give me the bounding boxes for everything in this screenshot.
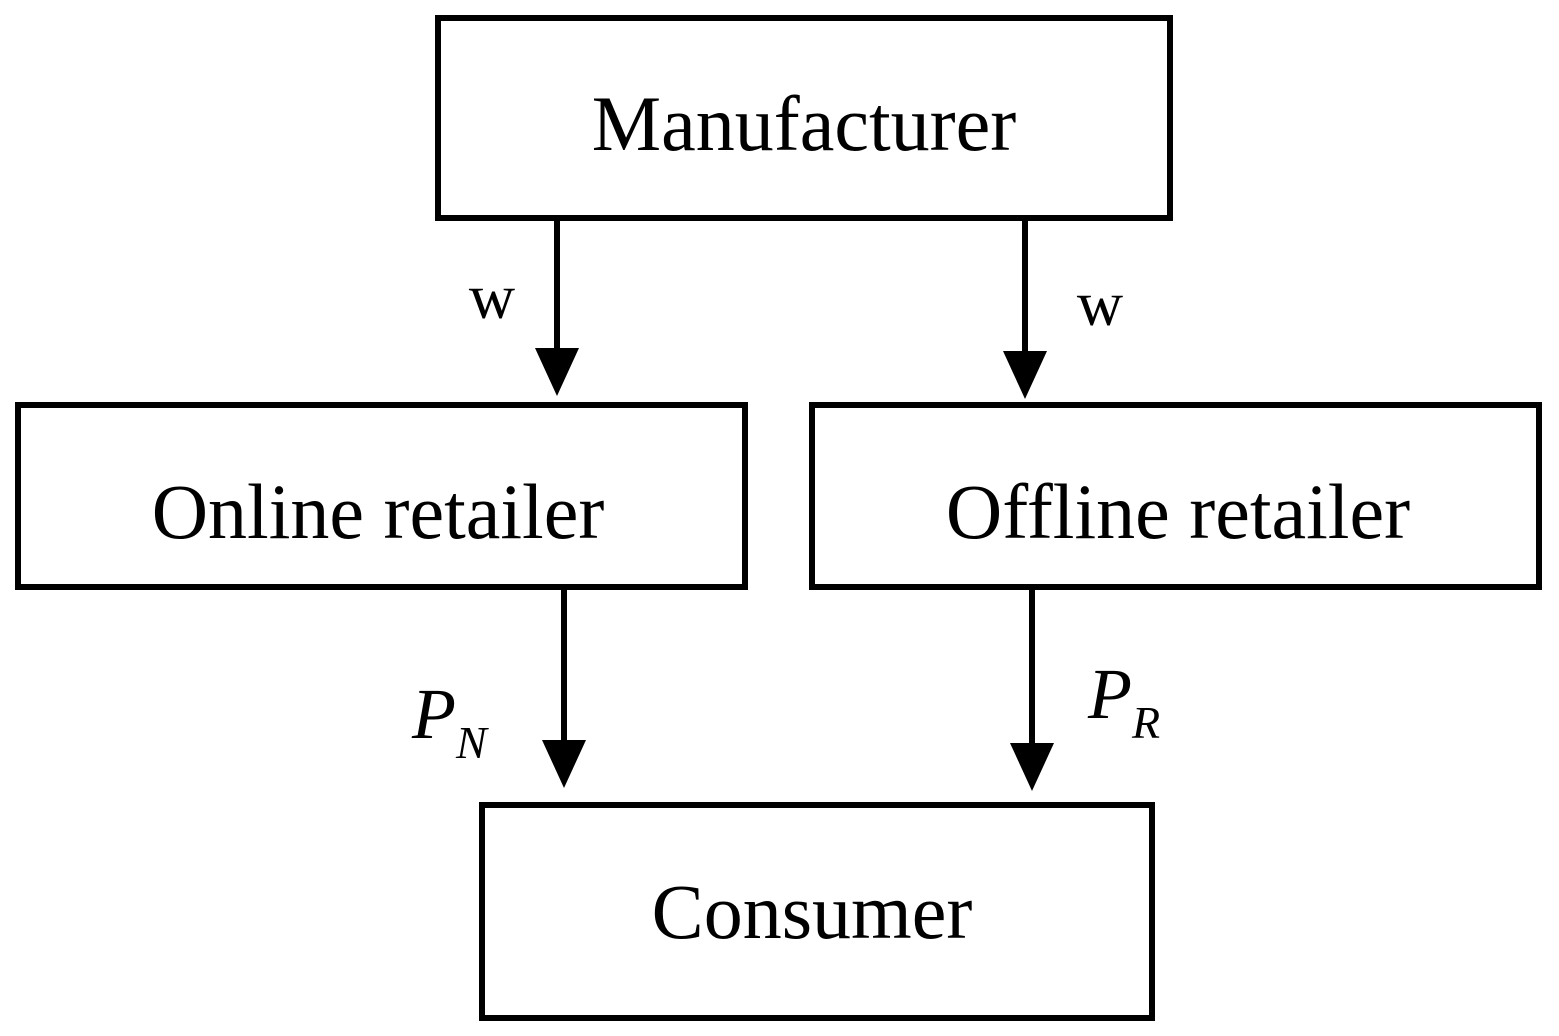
arrow-offline-to-consumer: PR [1010, 587, 1160, 791]
arrowhead-icon [535, 348, 579, 396]
online-retailer-label: Online retailer [152, 468, 605, 555]
offline-retailer-node: Offline retailer [809, 402, 1542, 590]
arrow-manufacturer-to-offline: w [1003, 218, 1123, 399]
edge-label-pr-main: P [1087, 654, 1132, 734]
offline-retailer-box [809, 402, 1542, 590]
consumer-box [479, 802, 1155, 1021]
edge-label-pn: PN [411, 674, 489, 768]
arrowhead-icon [542, 740, 586, 788]
arrow-online-to-consumer: PN [411, 587, 586, 788]
online-retailer-node: Online retailer [15, 402, 748, 590]
edge-label-pn-sub: N [455, 717, 489, 768]
manufacturer-box [435, 15, 1173, 221]
edge-label-w-online: w [469, 261, 515, 332]
edge-label-pr-sub: R [1131, 697, 1160, 748]
edge-label-w-offline: w [1077, 268, 1123, 339]
edge-label-pn-main: P [411, 674, 456, 754]
edge-label-pr: PR [1087, 654, 1160, 748]
consumer-node: Consumer [479, 802, 1155, 1021]
arrowhead-icon [1010, 743, 1054, 791]
arrowhead-icon [1003, 351, 1047, 399]
consumer-label: Consumer [652, 868, 973, 955]
offline-retailer-label: Offline retailer [946, 468, 1410, 555]
manufacturer-node: Manufacturer [435, 15, 1173, 221]
arrow-manufacturer-to-online: w [469, 218, 579, 396]
online-retailer-box [15, 402, 748, 590]
manufacturer-label: Manufacturer [592, 80, 1016, 167]
